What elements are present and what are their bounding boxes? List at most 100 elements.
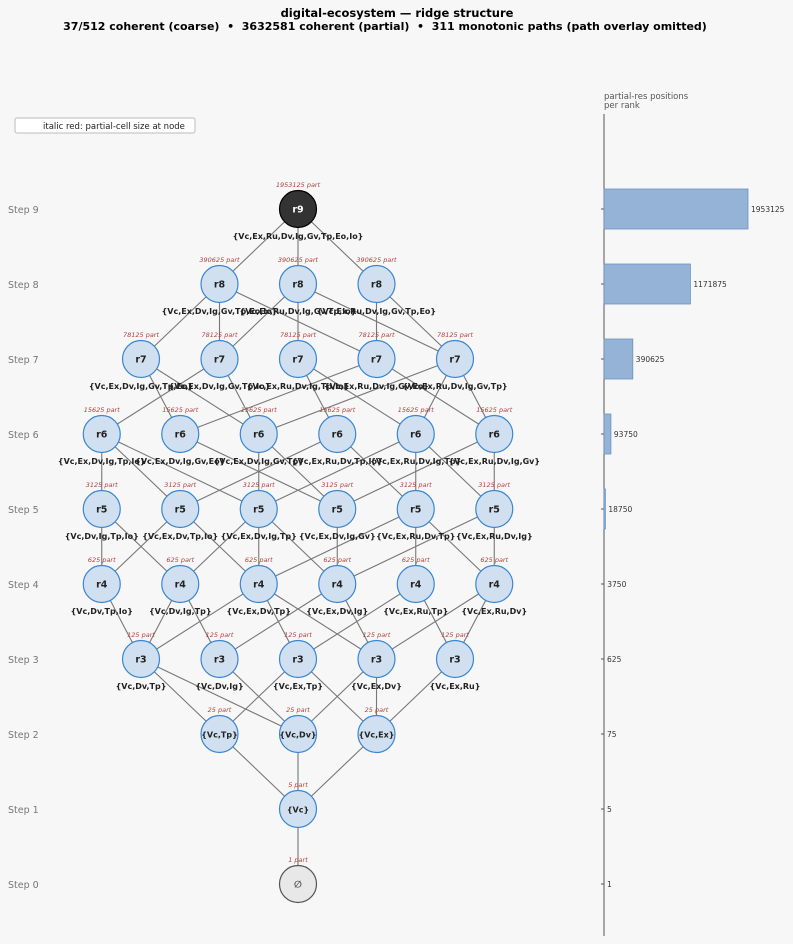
node-label: r7 (292, 355, 303, 366)
node-circle (278, 339, 318, 379)
rank-bar (603, 263, 691, 305)
node-label: r8 (214, 280, 226, 291)
node-caption: {Vc,Ex,Dv,Ig,Gv,Tp,Eo} (89, 382, 193, 391)
node-part-size: 125 part (127, 631, 155, 639)
node-part-size: 3125 part (243, 481, 275, 489)
node-part-size: 625 part (480, 556, 508, 564)
node-label: r6 (175, 430, 187, 441)
node-caption: {Vc,Ex,Dv,Ig,Gv,Eo} (135, 457, 225, 466)
edge-line (258, 583, 377, 660)
node-part-size: 15625 part (398, 406, 435, 414)
node-part-size: 78125 part (437, 331, 474, 339)
node-part-size: 625 part (245, 556, 273, 564)
node-n6b: r6 15625 part {Vc,Ex,Dv,Ig,Gv,Eo} (135, 406, 225, 466)
node-circle (278, 639, 318, 679)
node-label: r4 (175, 580, 187, 591)
node-label: r3 (449, 655, 460, 666)
node-part-size: 625 part (402, 556, 430, 564)
node-caption: {Vc,Ex,Dv,Ig,Tp,Io} (58, 457, 146, 466)
node-label: {Vc,Ex} (359, 731, 395, 740)
node-circle (357, 714, 396, 754)
figure-title: digital-ecosystem — ridge structure (281, 6, 514, 20)
edge-line (180, 358, 377, 435)
node-caption: {Vc,Ex,Ru,Dv,Ig,Gv,Eo} (324, 382, 429, 391)
node-circle (396, 564, 435, 604)
step-label: Step 3 (8, 655, 39, 666)
rank-bar-label: 18750 (608, 505, 632, 514)
step-label: Step 7 (8, 355, 39, 366)
rank-bar (603, 413, 612, 455)
node-caption: {Vc,Ex,Ru,Dv,Tp} (376, 532, 455, 541)
node-label: r3 (292, 655, 303, 666)
node-caption: {Vc,Ex,Tp} (273, 682, 323, 691)
node-part-size: 3125 part (478, 481, 510, 489)
node-caption: {Vc,Dv,Tp} (116, 682, 167, 691)
node-label: ∅ (294, 880, 302, 891)
node-caption: {Vc,Ex,Ru,Dv,Ig,Tp,Io} (247, 382, 350, 391)
step-label: Step 1 (8, 805, 39, 816)
node-label: r4 (410, 580, 422, 591)
step-label: Step 6 (8, 430, 39, 441)
node-caption: {Vc,Ex,Ru,Dv,Ig,Tp} (370, 457, 461, 466)
node-part-size: 1953125 part (276, 181, 321, 189)
node-caption: {Vc,Dv,Ig,Tp,Io} (65, 532, 139, 541)
step-label: Step 8 (8, 280, 39, 291)
rank-bar-label: 1 (607, 880, 612, 889)
node-part-size: 125 part (441, 631, 469, 639)
node-part-size: 15625 part (162, 406, 199, 414)
node-caption: {Vc,Ex,Ru,Dv,Tp,Io} (292, 457, 383, 466)
node-caption: {Vc,Ex,Ru,Tp} (383, 607, 448, 616)
step-label: Step 4 (8, 580, 39, 591)
rank-bar (603, 188, 749, 230)
rank-bar (603, 488, 606, 530)
node-label: {Vc} (287, 806, 309, 815)
node-n4e: r4 625 part {Vc,Ex,Ru,Tp} (383, 556, 448, 616)
rank-bar-label: 75 (607, 730, 617, 739)
node-label: r4 (96, 580, 108, 591)
node-label: r4 (332, 580, 344, 591)
node-label: r5 (332, 505, 343, 516)
node-circle (475, 564, 514, 604)
node-caption: {Vc,Ex,Ru,Dv,Ig,Gv,Tp} (402, 382, 507, 391)
node-circle (239, 489, 278, 529)
node-circle (161, 489, 200, 529)
edge-line (376, 358, 495, 435)
node-label: r3 (214, 655, 225, 666)
rank-bar-label: 1171875 (693, 280, 727, 289)
node-n1: {Vc}5 part (278, 781, 318, 829)
node-n2b: {Vc,Dv}25 part (278, 706, 318, 754)
node-caption: {Vc,Ex,Dv,Ig,Gv,Tp,Io} (169, 382, 271, 391)
node-label: r6 (96, 430, 108, 441)
side-panel-bars: 1953125117187539062593750187503750625755… (601, 188, 785, 889)
node-caption: {Vc,Dv,Tp,Io} (71, 607, 133, 616)
edge-line (258, 433, 416, 510)
node-part-size: 78125 part (358, 331, 395, 339)
rank-bar-label: 1953125 (751, 205, 785, 214)
node-part-size: 3125 part (86, 481, 118, 489)
node-part-size: 390625 part (278, 256, 319, 264)
node-part-size: 625 part (166, 556, 194, 564)
side-panel-title-line1: partial-res positions (604, 92, 689, 102)
node-circle (396, 489, 435, 529)
node-part-size: 125 part (206, 631, 234, 639)
node-circle (121, 639, 161, 679)
node-caption: {Vc,Ex,Dv,Ig,Gv,Tp,Eo,Io} (162, 307, 278, 316)
edge-line (219, 283, 377, 360)
node-label: r8 (292, 280, 304, 291)
